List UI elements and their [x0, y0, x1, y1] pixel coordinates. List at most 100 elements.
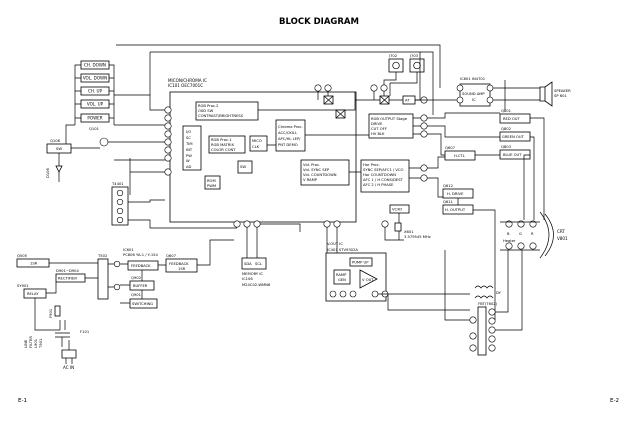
svg-text:J702: J702 [388, 54, 397, 58]
lower-bus-wires [234, 171, 404, 241]
svg-text:Chroma Proc.: Chroma Proc. [278, 125, 303, 129]
svg-text:CH. UP: CH. UP [88, 89, 102, 94]
ramp-gen-block [333, 269, 351, 285]
line-filter-icon [55, 320, 70, 347]
svg-text:PW: PW [186, 154, 192, 158]
svg-text:W: W [186, 159, 190, 163]
crystal-icon [394, 222, 402, 232]
svg-text:Q505: Q505 [17, 254, 28, 258]
micom-clock-block [249, 135, 268, 152]
svg-text:APC/HL LEP/: APC/HL LEP/ [278, 137, 301, 141]
svg-text:ACC/CKILL: ACC/CKILL [278, 131, 298, 135]
rgb-output-block [368, 113, 414, 139]
feedback-block [127, 260, 159, 271]
svg-text:RGB OUTPUT Stage: RGB OUTPUT Stage [371, 117, 408, 121]
t4401-connector [111, 186, 129, 226]
svg-text:Q803: Q803 [501, 145, 512, 149]
svg-text:AFC 1 / H CONS/DEST: AFC 1 / H CONS/DEST [363, 178, 404, 182]
pump-up-block [349, 257, 373, 267]
svg-text:CH. DOWN: CH. DOWN [84, 63, 106, 68]
io-block [182, 125, 202, 171]
sound-wires [415, 87, 540, 101]
svg-text:Q802: Q802 [501, 127, 511, 131]
svg-text:GEN: GEN [338, 278, 346, 282]
svg-text:B: B [507, 232, 510, 236]
svg-text:IC601 IN4701: IC601 IN4701 [460, 77, 485, 81]
svg-text:Hor Proc.: Hor Proc. [363, 163, 380, 167]
svg-text:RECTIFIER: RECTIFIER [58, 277, 77, 281]
rgb-to-crt-wires [523, 117, 545, 220]
svg-text:SCL: SCL [255, 262, 263, 266]
memory-ic [241, 257, 267, 270]
sound-amp-block [459, 83, 491, 107]
svg-text:T901: T901 [39, 339, 43, 349]
page-title: BLOCK DIAGRAM [279, 17, 359, 27]
svg-text:AC IN: AC IN [63, 365, 74, 370]
svg-text:IC: IC [472, 98, 476, 102]
svg-text:G: G [519, 232, 522, 236]
svg-text:VCXO: VCXO [392, 208, 402, 212]
crt-pins [505, 220, 537, 250]
svg-text:Q901: Q901 [131, 293, 141, 297]
fuse-icon [54, 305, 61, 317]
svg-text:Q611: Q611 [443, 200, 453, 204]
svg-text:M24C02-WMN6: M24C02-WMN6 [242, 283, 271, 287]
svg-text:PUMP UP: PUMP UP [352, 261, 369, 265]
svg-text:IC106: IC106 [242, 277, 253, 281]
svg-text:D106: D106 [46, 167, 50, 178]
svg-text:TIM: TIM [185, 142, 193, 146]
jack-wires [383, 72, 418, 96]
svg-text:RELAY: RELAY [27, 292, 39, 296]
svg-text:SC: SC [186, 136, 191, 140]
svg-text:X601: X601 [404, 230, 414, 234]
t502-transformer [97, 258, 109, 300]
svg-text:VOL. DOWN: VOL. DOWN [83, 76, 107, 81]
svg-text:SWITCHING: SWITCHING [132, 302, 153, 306]
svg-text:IC401 STV9302A: IC401 STV9302A [327, 248, 358, 252]
video-switch-block [237, 160, 253, 174]
svg-text:RAMP: RAMP [336, 273, 347, 277]
deflection-yoke-icon [474, 285, 494, 299]
svg-text:FEEDBACK: FEEDBACK [169, 262, 189, 266]
svg-text:V OUT: V OUT [362, 278, 374, 282]
svg-text:CRT: CRT [557, 229, 565, 234]
blue-out-block [499, 149, 531, 160]
svg-text:SYNC SEP/AFC1 / VCO: SYNC SEP/AFC1 / VCO [363, 168, 403, 172]
svg-text:I/O: I/O [186, 130, 191, 134]
svg-text:L901: L901 [34, 339, 38, 348]
svg-text:MICON/CHROMA IC: MICON/CHROMA IC [168, 78, 207, 83]
svg-text:IC101 OEC7001C: IC101 OEC7001C [168, 83, 203, 88]
svg-text:FILTER: FILTER [29, 336, 33, 348]
svg-text:CUT OFF: CUT OFF [371, 127, 387, 131]
page-left-label: E-1 [18, 398, 27, 404]
svg-text:AT: AT [405, 99, 410, 103]
svg-text:R: R [531, 232, 534, 236]
hctl-block [444, 150, 476, 161]
svg-text:1SR: 1SR [178, 267, 186, 271]
svg-text:Hor COUNTDOWN: Hor COUNTDOWN [363, 173, 396, 177]
svg-text:INT: INT [186, 148, 193, 152]
svg-text:CONTRAST/BRIGHTNESS: CONTRAST/BRIGHTNESS [198, 114, 244, 118]
vout-amplifier-icon [359, 269, 378, 289]
svg-text:SW: SW [56, 147, 62, 151]
svg-text:V801: V801 [557, 236, 568, 241]
svg-text:V RAMP: V RAMP [303, 178, 318, 182]
hor-proc-block [360, 159, 410, 193]
svg-text:PNT DEMO: PNT DEMO [278, 143, 298, 147]
svg-text:Q902: Q902 [131, 276, 141, 280]
rom-pwm-block [204, 175, 221, 190]
svg-text:BLUE OUT: BLUE OUT [503, 153, 522, 157]
rgb-proc1-block [208, 135, 246, 154]
horizontal-wires [457, 198, 496, 320]
svg-text:RED OUT: RED OUT [503, 117, 521, 121]
svg-text:IC601: IC601 [123, 248, 134, 252]
svg-text:Q101: Q101 [89, 127, 99, 131]
svg-text:Vid. COUNTDOWN: Vid. COUNTDOWN [303, 173, 337, 177]
speaker-icon [539, 81, 553, 107]
svg-text:VOL. UP: VOL. UP [87, 102, 104, 107]
svg-text:Q612: Q612 [443, 184, 453, 188]
svg-text:SDA: SDA [244, 262, 252, 266]
svg-text:Q607: Q607 [445, 146, 456, 150]
svg-text:PC806 YA-1 / Y-154: PC806 YA-1 / Y-154 [123, 253, 159, 257]
page-right-label: E-2 [610, 398, 619, 404]
